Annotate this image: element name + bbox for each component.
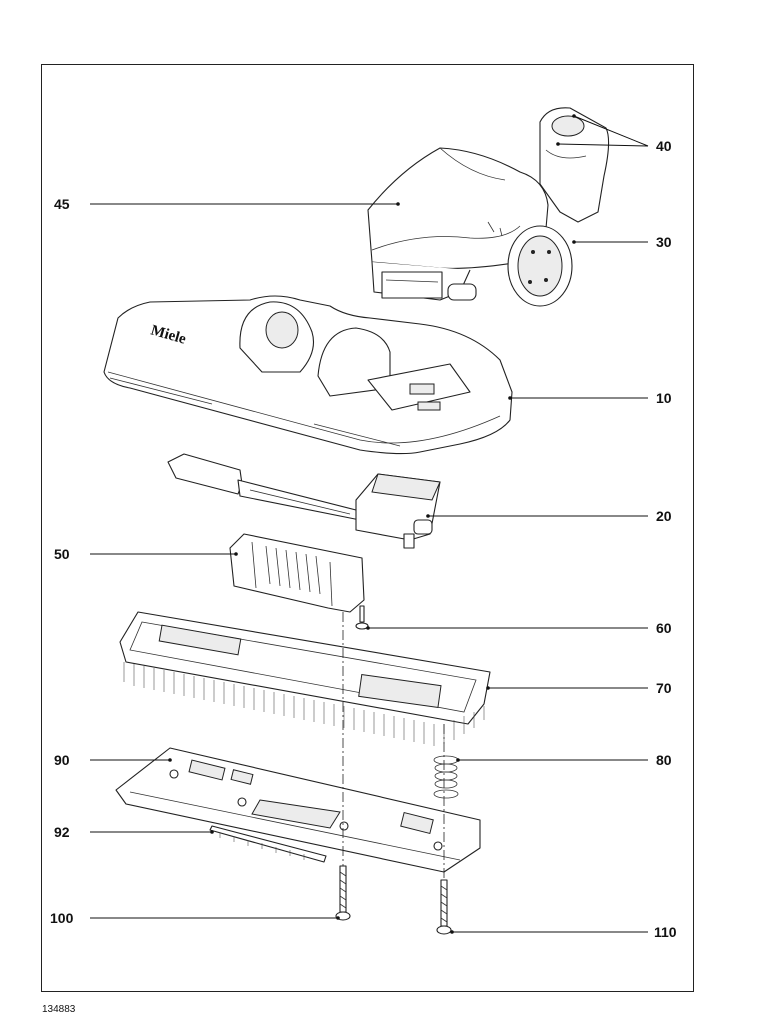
callout-10: 10	[656, 390, 672, 406]
callout-60: 60	[656, 620, 672, 636]
drawing-frame	[41, 64, 694, 992]
callout-80: 80	[656, 752, 672, 768]
part-swivel-neck	[367, 107, 610, 307]
assembly-center-lines	[342, 612, 445, 880]
callout-20: 20	[656, 508, 672, 524]
part-bracket	[229, 533, 365, 613]
part-roller-lever	[167, 453, 441, 549]
callout-110: 110	[654, 924, 677, 940]
part-strip	[209, 825, 327, 863]
part-spring	[433, 755, 459, 799]
part-screw-110	[436, 879, 452, 935]
part-brush-plate	[119, 611, 491, 746]
leader-lines	[90, 114, 649, 934]
callout-92: 92	[54, 824, 70, 840]
part-screw-100	[335, 865, 351, 921]
part-housing	[103, 295, 513, 455]
callout-45: 45	[54, 196, 70, 212]
document-number: 134883	[42, 1004, 76, 1015]
part-base-plate	[115, 747, 481, 873]
callout-90: 90	[54, 752, 70, 768]
callout-30: 30	[656, 234, 672, 250]
part-screw-60	[355, 605, 369, 630]
callout-70: 70	[656, 680, 672, 696]
callout-100: 100	[50, 910, 74, 926]
callout-50: 50	[54, 546, 70, 562]
callout-40: 40	[656, 138, 672, 154]
